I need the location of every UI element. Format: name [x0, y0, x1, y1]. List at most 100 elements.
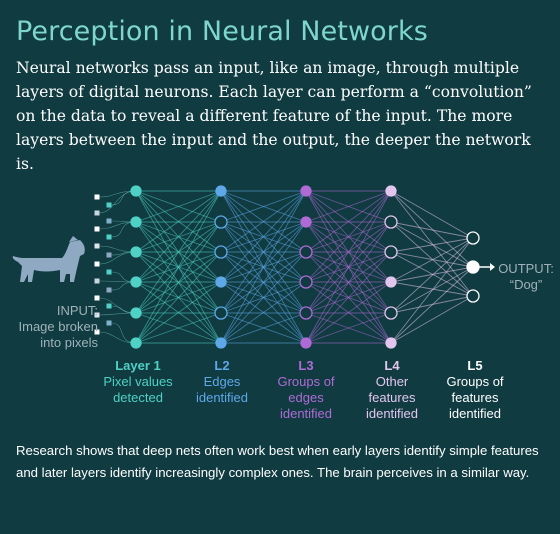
layer-label-2: L2 Edges identified	[180, 358, 264, 406]
layer-2-description: Edges identified	[195, 374, 249, 405]
neuron-node	[214, 245, 228, 259]
layer-connection	[135, 190, 222, 223]
layer-1-description: Pixel values detected	[103, 374, 173, 405]
arrow-right-icon	[479, 263, 495, 271]
layer-connection	[390, 251, 474, 297]
layer-connection	[305, 190, 392, 344]
layer-label-1: Layer 1 Pixel values detected	[100, 358, 176, 406]
layer-connection	[390, 190, 474, 268]
pixel-square	[106, 320, 112, 326]
pixel-square	[94, 210, 100, 216]
neuron-node	[130, 185, 142, 197]
layer-connection	[305, 221, 392, 344]
pixel-square	[106, 234, 112, 240]
neuron-node	[384, 245, 398, 259]
neuron-node	[466, 289, 480, 303]
pixel-square	[106, 202, 112, 208]
layer-connection	[135, 251, 222, 344]
layer-connection	[390, 237, 474, 283]
layer-connection	[135, 190, 222, 253]
layer-connection	[220, 251, 307, 344]
layer-connection	[220, 190, 307, 223]
neuron-node	[130, 216, 142, 228]
layer-connection	[220, 190, 307, 283]
input-label: INPUT: Image broken into pixels	[14, 303, 99, 351]
layer-connection	[220, 190, 307, 314]
pixel-square	[94, 329, 100, 335]
layer-connection	[305, 190, 392, 283]
layer-connection	[135, 190, 222, 344]
neuron-node	[215, 185, 227, 197]
layer-connection	[135, 221, 222, 344]
network-diagram	[12, 185, 495, 349]
neuron-node	[299, 245, 313, 259]
layer-label-3: L3 Groups of edges identified	[266, 358, 346, 422]
layer-connection	[390, 190, 474, 239]
layer-connection	[220, 312, 307, 344]
layer-connection	[390, 237, 474, 253]
dog-silhouette-icon	[12, 236, 85, 282]
neuron-node	[385, 185, 397, 197]
layer-connection	[220, 281, 307, 344]
pixel-square	[94, 261, 100, 267]
pixel-square	[94, 226, 100, 232]
output-heading: OUTPUT:	[498, 261, 554, 276]
pixel-connection	[98, 190, 137, 214]
pixel-square	[94, 278, 100, 284]
pixel-square	[106, 252, 112, 258]
layer-connection	[305, 251, 392, 344]
neuron-node	[130, 246, 142, 258]
layer-4-name: L4	[384, 358, 400, 373]
layer-connection	[390, 266, 474, 344]
layer-label-5: L5 Groups of features identified	[432, 358, 518, 422]
layer-connection	[390, 295, 474, 344]
neuron-node	[214, 215, 228, 229]
layer-connection	[305, 190, 392, 223]
pixel-connection	[98, 331, 137, 344]
layer-connection	[305, 281, 392, 344]
footer-paragraph: Research shows that deep nets often work…	[16, 443, 539, 480]
neuron-node	[214, 306, 228, 320]
pixel-square	[94, 243, 100, 249]
layer-connection	[305, 190, 392, 314]
layer-connection	[390, 237, 474, 344]
neuron-node	[215, 337, 227, 349]
layer-connection	[220, 190, 307, 253]
neuron-node	[299, 275, 313, 289]
layer-2-name: L2	[214, 358, 230, 373]
layer-4-description: Other features identified	[365, 374, 419, 421]
layer-connection	[135, 190, 222, 283]
layer-connection	[390, 266, 474, 283]
neuron-node	[385, 337, 397, 349]
pixel-square	[106, 287, 112, 293]
neuron-node	[130, 276, 142, 288]
pixel-connection	[98, 297, 137, 314]
pixel-square	[106, 218, 112, 224]
layer-connection	[305, 190, 392, 253]
neuron-node	[130, 307, 142, 319]
layer-connection	[390, 281, 474, 297]
neuron-node	[300, 216, 312, 228]
layer-connection	[220, 221, 307, 344]
neuron-node	[466, 231, 480, 245]
neuron-node	[384, 306, 398, 320]
layer-connection	[390, 221, 474, 268]
input-description: Image broken into pixels	[18, 319, 99, 350]
pixel-square	[106, 269, 112, 275]
layer-5-name: L5	[467, 358, 483, 373]
neuron-node	[466, 260, 480, 274]
pixel-square	[94, 295, 100, 301]
neuron-node	[300, 337, 312, 349]
layer-3-name: L3	[298, 358, 314, 373]
neuron-node	[130, 337, 142, 349]
input-heading: INPUT:	[56, 303, 98, 318]
pixel-square	[94, 312, 100, 318]
layer-5-description: Groups of features identified	[446, 374, 504, 421]
layer-connection	[305, 312, 392, 344]
neuron-node	[384, 215, 398, 229]
layer-label-4: L4 Other features identified	[354, 358, 430, 422]
pixel-square	[94, 194, 100, 200]
pixel-connection	[98, 251, 137, 265]
output-label: OUTPUT: “Dog”	[494, 261, 558, 293]
layer-connection	[220, 190, 307, 344]
